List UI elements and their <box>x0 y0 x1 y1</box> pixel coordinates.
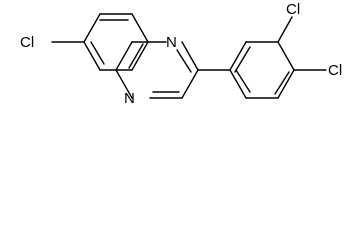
bond <box>229 41 247 71</box>
bond <box>128 43 144 69</box>
dichlorophenyl-ring <box>229 41 295 99</box>
bond <box>131 41 149 71</box>
bond <box>274 71 290 95</box>
bond <box>181 69 199 99</box>
bond <box>229 69 247 99</box>
bond <box>235 69 251 93</box>
bond <box>115 41 133 71</box>
chlorine-label: Cl <box>328 62 342 79</box>
chlorine-label: Cl <box>286 1 300 18</box>
bond <box>277 16 293 43</box>
bond <box>181 41 199 71</box>
bond <box>83 41 101 71</box>
bond <box>115 69 133 99</box>
pyrazine-ring <box>115 41 199 99</box>
bond <box>83 13 101 43</box>
nitrogen-label: N <box>124 90 135 107</box>
chlorine-label: Cl <box>20 34 34 51</box>
structure-diagram: Cl N N Cl Cl <box>20 1 342 107</box>
bond <box>176 49 192 73</box>
bond <box>90 41 105 65</box>
bond <box>277 41 295 71</box>
bond <box>131 13 149 43</box>
nitrogen-label: N <box>166 34 177 51</box>
bond <box>277 69 295 99</box>
bond <box>234 46 251 73</box>
